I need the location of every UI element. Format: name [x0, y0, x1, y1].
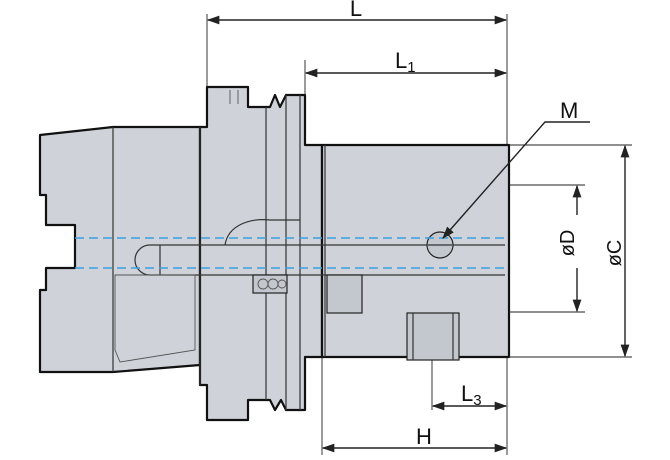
- label-L1: L1: [395, 48, 416, 76]
- label-H: H: [416, 424, 432, 449]
- taper-shank: [38, 125, 202, 374]
- label-phiD: øD: [557, 230, 579, 257]
- label-phiC: øC: [604, 240, 626, 267]
- label-L: L: [350, 0, 362, 21]
- centerlines: [75, 237, 505, 269]
- dim-M-leader: [442, 121, 590, 239]
- dimension-labels: L L1 L3 H M øD øC: [350, 0, 626, 449]
- holder-body: [38, 85, 511, 422]
- dimension-lines: [206, 15, 630, 453]
- label-L3: L3: [461, 381, 482, 409]
- extension-lines: [206, 14, 632, 455]
- internal-details: [112, 90, 505, 410]
- v-flange: [198, 85, 324, 422]
- label-M: M: [560, 98, 578, 123]
